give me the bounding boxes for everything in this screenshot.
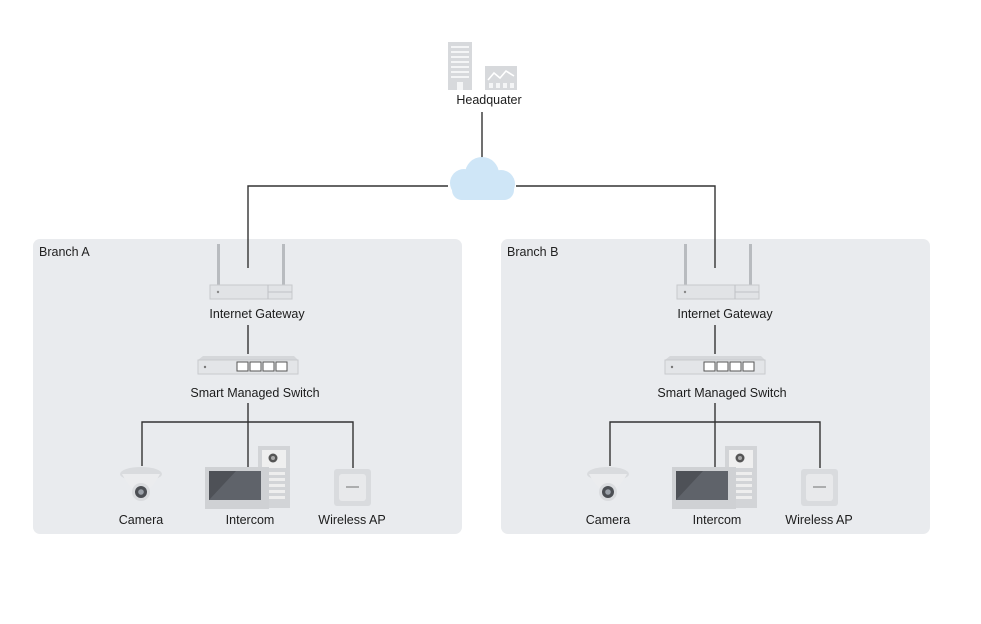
branch-a-camera-icon [120, 467, 162, 501]
branch-b-wireless-ap-label: Wireless AP [785, 513, 853, 527]
cloud-icon [450, 157, 515, 200]
branch-a-wireless-ap-icon [334, 469, 371, 506]
branch-b-device-bus [609, 421, 821, 468]
headquarter-label: Headquater [456, 93, 522, 107]
branch-b-intercom-icon [672, 446, 757, 509]
branch-a-intercom-label: Intercom [225, 513, 275, 527]
branch-b-title: Branch B [507, 245, 559, 259]
headquarter-building-icon [448, 42, 517, 90]
branch-b-gateway-icon [676, 244, 760, 300]
branch-a-gateway-label: Internet Gateway [209, 307, 305, 321]
branch-a-wireless-ap-label: Wireless AP [318, 513, 386, 527]
branch-a-intercom-icon [205, 446, 290, 509]
branch-b-gateway-label: Internet Gateway [677, 307, 773, 321]
branch-b-switch-icon [664, 356, 766, 375]
branch-a-switch-icon [197, 356, 299, 375]
connection-lines [141, 112, 821, 468]
branch-a-switch-label: Smart Managed Switch [190, 386, 320, 400]
cloud-branch-b-link [516, 185, 716, 268]
branch-b-camera-icon [587, 467, 629, 501]
branch-a-device-bus [141, 421, 354, 468]
cloud-branch-a-link [247, 185, 448, 268]
branch-a-gateway-icon [209, 244, 293, 300]
branch-b-wireless-ap-icon [801, 469, 838, 506]
branch-a-title: Branch A [39, 245, 90, 259]
branch-b-switch-label: Smart Managed Switch [657, 386, 787, 400]
branch-a-camera-label: Camera [118, 513, 164, 527]
branch-b-camera-label: Camera [585, 513, 631, 527]
branch-b-intercom-label: Intercom [692, 513, 742, 527]
